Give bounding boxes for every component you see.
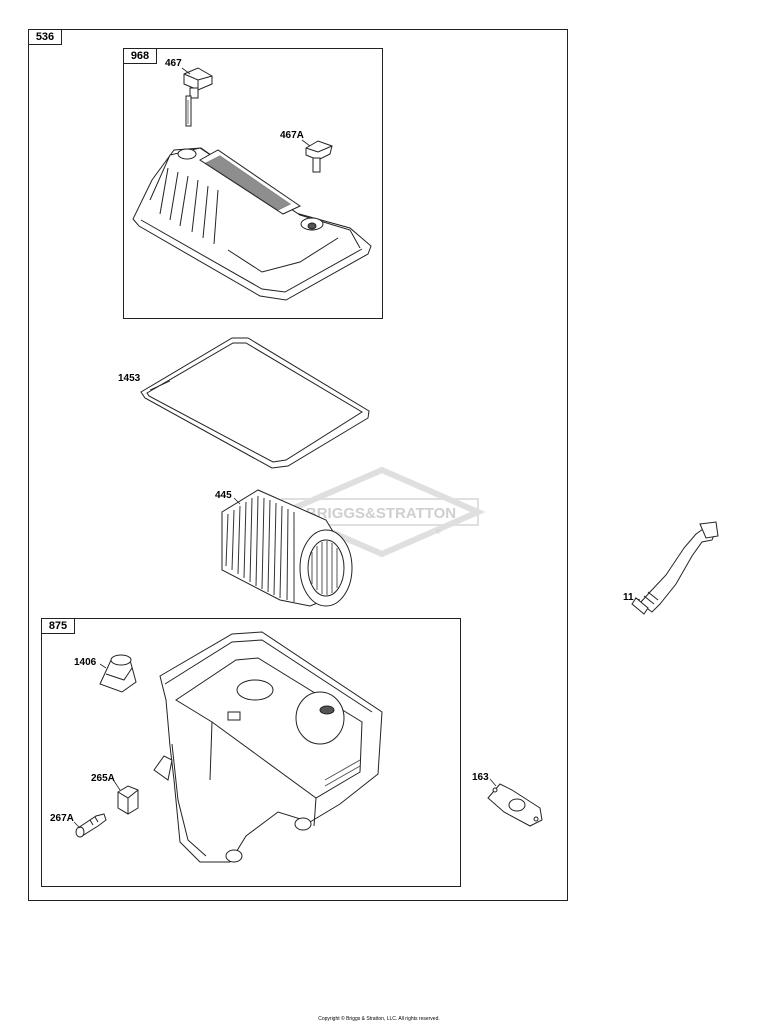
adapter-1406 — [99, 654, 137, 693]
copyright-footer: Copyright © Briggs & Stratton, LLC. All … — [318, 1016, 440, 1022]
gasket-1453 — [140, 337, 370, 469]
assembly-968-frame — [123, 48, 383, 319]
knob-467 — [183, 67, 213, 127]
gasket-163 — [487, 783, 543, 827]
callout-265a: 265A — [91, 773, 115, 784]
callout-1406: 1406 — [74, 657, 97, 668]
callout-467: 467 — [165, 58, 182, 69]
watermark-text: BRIGGS&STRATTON — [306, 505, 456, 522]
assembly-536-frame — [28, 29, 568, 901]
assembly-536-tag: 536 — [28, 29, 62, 45]
leader-lines — [73, 67, 641, 829]
callout-267a: 267A — [50, 813, 74, 824]
screw-267a — [75, 813, 107, 838]
callout-1453: 1453 — [118, 373, 141, 384]
clip-265a — [117, 785, 139, 815]
assembly-875-frame — [41, 618, 461, 887]
callout-163: 163 — [472, 772, 489, 783]
callout-445: 445 — [215, 490, 232, 501]
knob-467a — [305, 140, 333, 173]
callout-11: 11 — [623, 592, 634, 603]
breather-tube-11 — [631, 521, 719, 615]
watermark-registered: ® — [436, 529, 441, 536]
assembly-968-tag: 968 — [123, 48, 157, 64]
callout-467a: 467A — [280, 130, 304, 141]
air-cleaner-base — [153, 631, 383, 863]
air-cleaner-cover — [132, 147, 372, 301]
filter-element-445 — [221, 489, 353, 607]
assembly-875-tag: 875 — [41, 618, 75, 634]
